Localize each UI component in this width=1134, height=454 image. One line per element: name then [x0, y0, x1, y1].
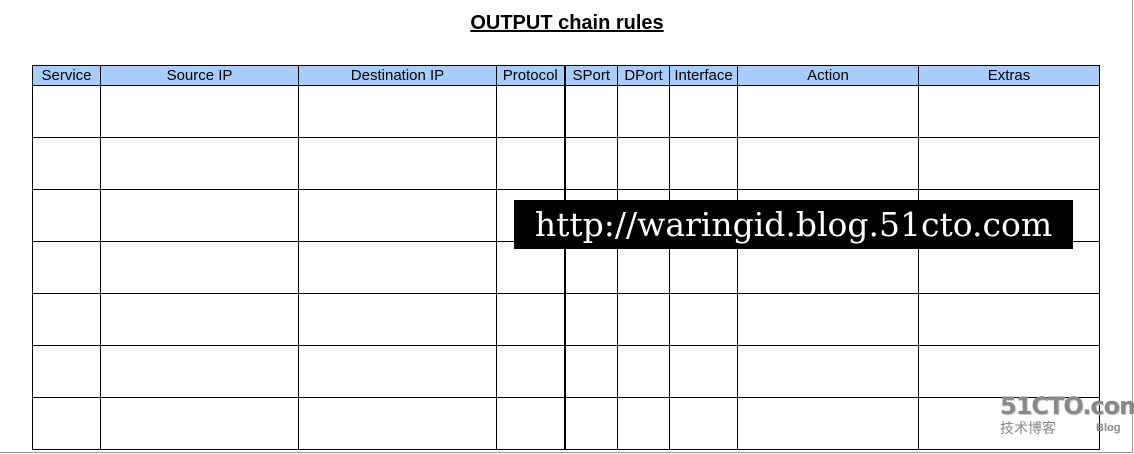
watermark: http://waringid.blog.51cto.com [514, 200, 1073, 249]
table-row [32, 241, 1100, 294]
table-cell [298, 397, 497, 450]
table-row [32, 345, 1100, 398]
table-cell [32, 397, 101, 450]
table-cell [918, 293, 1100, 346]
table-cell [298, 345, 497, 398]
table-cell [32, 293, 101, 346]
table-row [32, 397, 1100, 450]
header-interface: Interface [669, 65, 738, 86]
table-cell [32, 345, 101, 398]
table-cell [496, 85, 565, 138]
table-cell [563, 397, 618, 450]
table-cell [32, 85, 101, 138]
rules-table: Service Source IP Destination IP Protoco… [32, 65, 1100, 450]
page-title: OUTPUT chain rules [470, 12, 664, 34]
table-cell [669, 241, 738, 294]
table-cell [32, 241, 101, 294]
table-cell [100, 241, 299, 294]
table-cell [100, 293, 299, 346]
table-cell [617, 85, 670, 138]
header-sport: SPort [563, 65, 618, 86]
table-cell [918, 85, 1100, 138]
table-cell [298, 85, 497, 138]
table-cell [100, 85, 299, 138]
table-cell [100, 189, 299, 242]
table-cell [100, 397, 299, 450]
table-cell [563, 241, 618, 294]
table-cell [669, 85, 738, 138]
table-cell [496, 293, 565, 346]
table-cell [737, 85, 919, 138]
table-cell [669, 397, 738, 450]
logo-main: 51CTO.com [1000, 392, 1134, 420]
header-dport: DPort [617, 65, 670, 86]
table-cell [617, 397, 670, 450]
table-cell [496, 345, 565, 398]
table-cell [617, 137, 670, 190]
table-cell [298, 137, 497, 190]
header-row: Service Source IP Destination IP Protoco… [32, 65, 1100, 86]
header-action: Action [737, 65, 919, 86]
table-cell [563, 345, 618, 398]
table-cell [918, 345, 1100, 398]
table-row [32, 85, 1100, 138]
table-cell [737, 241, 919, 294]
table-cell [496, 137, 565, 190]
table-cell [496, 241, 565, 294]
table-row [32, 137, 1100, 190]
table-cell [496, 397, 565, 450]
table-cell [563, 137, 618, 190]
header-destination-ip: Destination IP [298, 65, 497, 86]
table-cell [100, 137, 299, 190]
table-cell [737, 397, 919, 450]
table-cell [918, 397, 1100, 450]
table-cell [298, 293, 497, 346]
table-cell [669, 293, 738, 346]
header-service: Service [32, 65, 101, 86]
table-cell [617, 345, 670, 398]
table-cell [298, 241, 497, 294]
header-extras: Extras [918, 65, 1100, 86]
table-cell [737, 293, 919, 346]
table-cell [32, 189, 101, 242]
table-cell [737, 345, 919, 398]
header-source-ip: Source IP [100, 65, 299, 86]
table-cell [298, 189, 497, 242]
logo-blog: Blog [1096, 422, 1121, 434]
table-cell [918, 241, 1100, 294]
table-row [32, 293, 1100, 346]
site-logo: 51CTO.com 技术博客 Blog [1000, 392, 1134, 438]
table-cell [669, 137, 738, 190]
table-cell [100, 345, 299, 398]
table-cell [617, 293, 670, 346]
table-cell [737, 137, 919, 190]
table-cell [669, 345, 738, 398]
table-cell [918, 137, 1100, 190]
header-protocol: Protocol [496, 65, 565, 86]
table-cell [32, 137, 101, 190]
table-cell [563, 293, 618, 346]
table-cell [617, 241, 670, 294]
logo-sub: 技术博客 [1000, 420, 1056, 436]
table-cell [563, 85, 618, 138]
